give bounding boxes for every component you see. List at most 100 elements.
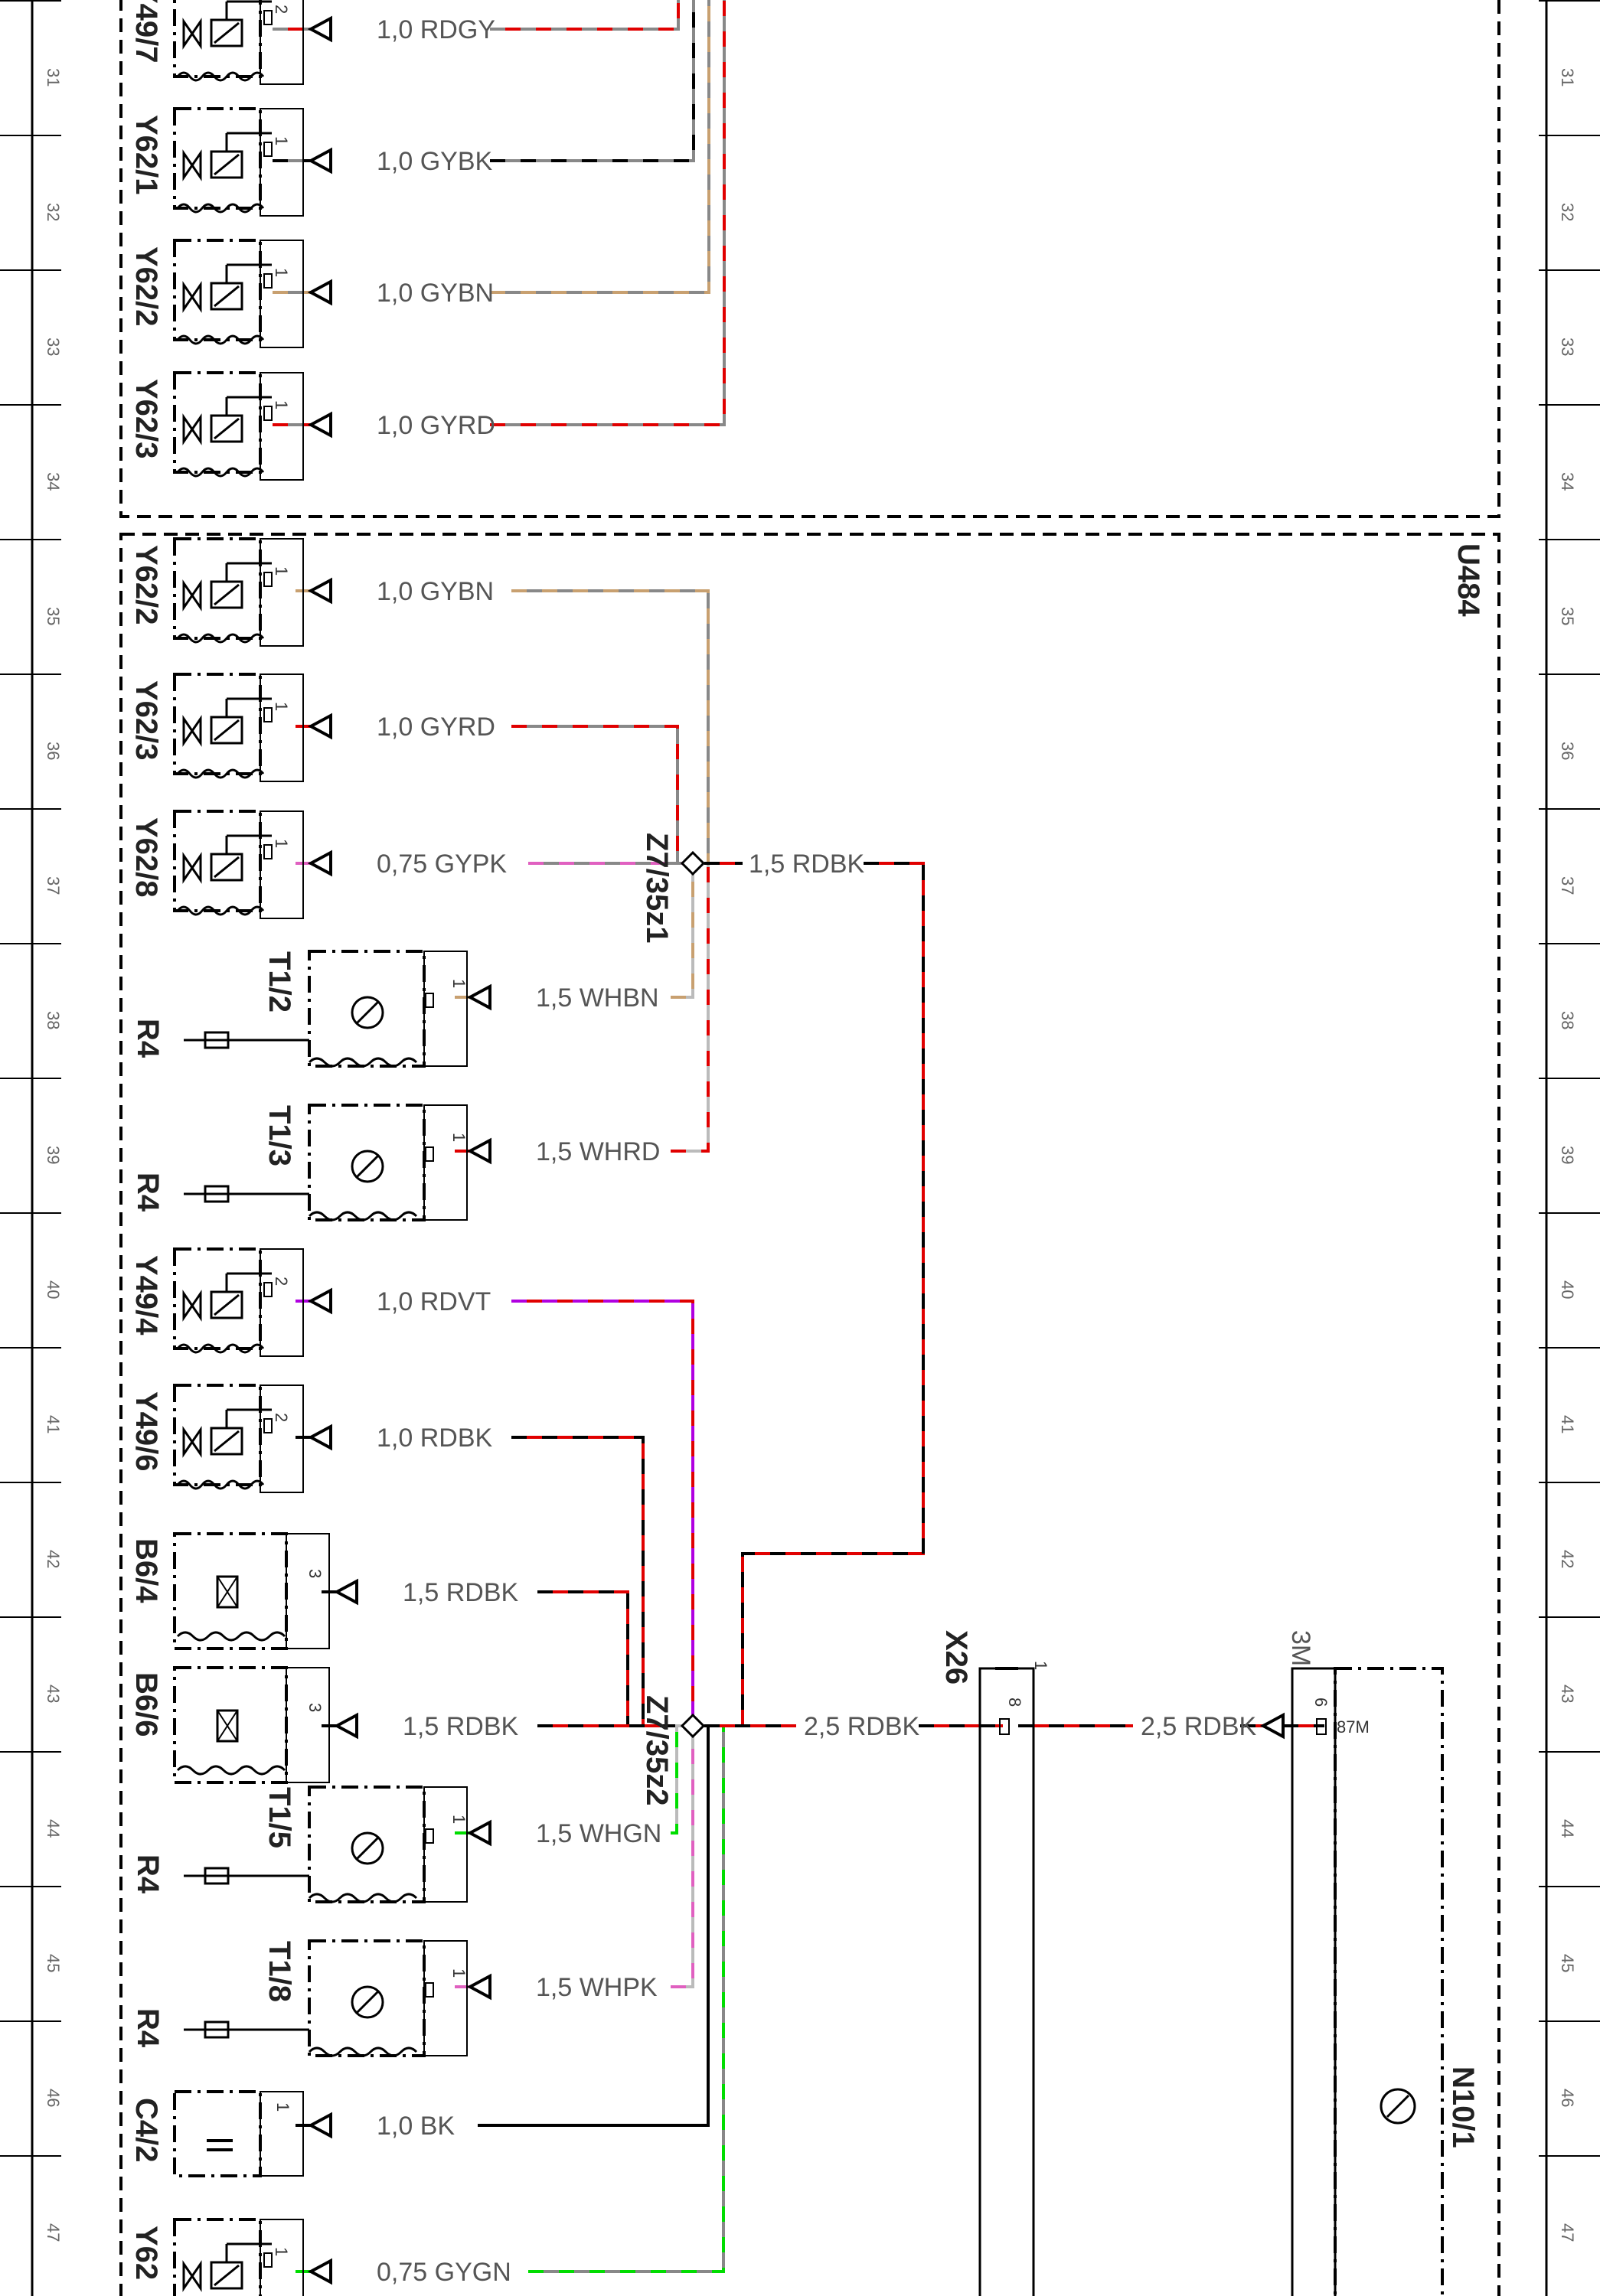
wire-label-4: 1,5 WHRD [536,1137,660,1166]
component-label: Y49/6 [129,1391,163,1472]
valve-symbol [182,1290,202,1322]
z1-out-label: 1,5 RDBK [749,850,864,879]
sensor-4 [184,1104,468,1221]
pin-box [425,1828,434,1844]
row-label-right: 46 [1558,2089,1577,2107]
connector [260,1384,304,1493]
connector [260,810,304,919]
component-label: Y62/8 [129,817,163,898]
pin-number: 3 [305,1703,325,1712]
sensor-symbol [351,1985,384,2019]
component-label-extra: R4 [131,2008,165,2048]
coil-diag [214,417,240,440]
pin-box [263,2252,273,2268]
sensor-box [308,1786,426,1903]
pin-number: 1 [272,2247,291,2256]
sensor-ground [176,1765,286,1776]
element-x2 [217,1710,238,1742]
sensor-3 [184,950,468,1068]
x26-pin-number: 8 [1005,1698,1024,1707]
top-arrow-1 [307,147,332,174]
probe-coupling [204,1031,230,1049]
valve-symbol [182,1426,202,1458]
pin-box [263,1418,273,1433]
pin-box [263,10,273,25]
connector [286,1533,330,1649]
valve-symbol [182,2260,202,2292]
row-label-right: 45 [1558,1954,1577,1972]
pin-box [263,273,273,289]
n10-pin-number: 6 [1311,1698,1331,1707]
probe-coupling [204,1185,230,1203]
top-wire-0-stripe [490,0,680,31]
valve-ground [176,1479,265,1490]
connector [260,372,304,481]
top-wire-label-2: 1,0 GYBN [377,279,494,308]
wire-label-9: 1,5 WHGN [536,1819,661,1848]
bottom-module-box [119,533,1500,2296]
sensor-arrow [355,1990,380,2014]
row-label-right: 36 [1558,742,1577,760]
valve-symbol [182,18,202,50]
sensor-box [308,1104,426,1221]
splice-z1 [680,850,706,876]
pin-number: 2 [272,1277,291,1286]
wire-label-10: 1,5 WHPK [536,1973,658,2002]
arrow-12 [307,2258,332,2285]
top-wire-3-stripe [490,0,726,426]
pin-box [425,1982,434,1998]
pin-number: 1 [449,979,469,988]
row-label-right: 39 [1558,1146,1577,1164]
row-label-left: 39 [44,1146,63,1164]
connector [260,2219,304,2296]
coil-diag [214,21,240,44]
component-label-extra: R4 [131,1854,165,1894]
top-wire-label-0: 1,0 RDGY [377,15,495,44]
sensor-arrow [355,1836,380,1861]
n10-pin [1316,1718,1327,1735]
component-label: Y62 [129,2226,163,2280]
sensor-symbol [351,1150,384,1183]
wire-9-stripe [671,1724,693,1835]
top-wire-label-3: 1,0 GYRD [377,411,495,440]
wire-label-0: 1,0 GYBN [377,577,494,606]
row-label-left: 35 [44,607,63,625]
pin-number: 1 [272,136,291,145]
pin-box [263,572,273,587]
x26-block [978,1667,1035,2296]
valve-ground [176,334,265,345]
sensor-ground [176,1631,286,1642]
wire-4-stripe [671,862,710,1153]
pin-number: 2 [272,1413,291,1422]
pin-number: 1 [449,1133,469,1142]
wire-5-stripe [511,1300,694,1726]
valve-ground [176,203,265,214]
z2-out-label: 2,5 RDBK [804,1712,919,1741]
x26-pin-top: 1 [1031,1661,1050,1670]
pin-box [263,1282,273,1297]
valve-symbol [182,852,202,884]
sensor-9 [184,1786,468,1903]
connector [260,2091,304,2177]
connector [423,951,468,1067]
components [173,0,1444,2296]
wire-11-stripe [478,1724,710,2127]
n10-wire-label: 2,5 RDBK [1141,1712,1256,1741]
x26-pin [999,1718,1010,1735]
valve-box [173,0,262,78]
top-valve-2 [173,239,304,348]
pin-number: 3 [305,1569,325,1578]
row-label-left: 47 [44,2223,63,2242]
row-label-left: 46 [44,2089,63,2107]
pin-box [263,406,273,421]
valve-ground [176,1343,265,1354]
n10-pin-label: 87M [1337,1717,1370,1737]
wire-6 [511,1436,693,1727]
valve-1 [173,673,304,782]
wire-0-stripe [511,589,710,865]
row-label-left: 43 [44,1684,63,1703]
valve-ground [176,71,265,82]
top-wire-3 [490,0,726,426]
